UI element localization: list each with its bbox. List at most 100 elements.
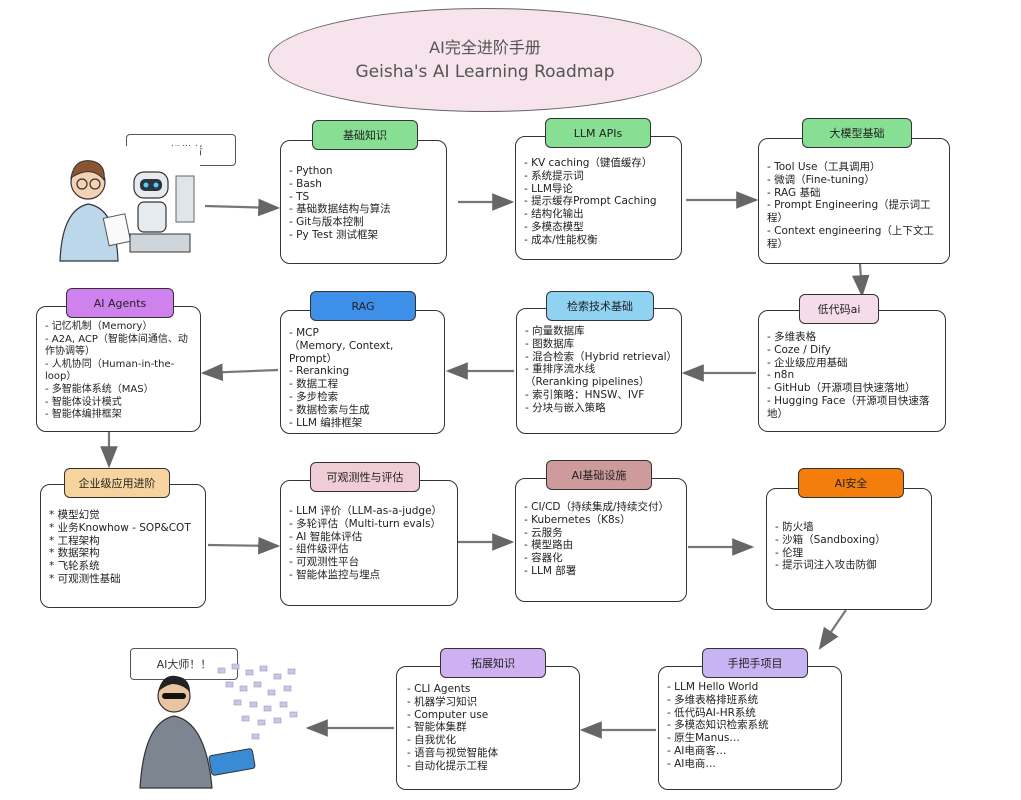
title-line2: Geisha's AI Learning Roadmap bbox=[355, 62, 615, 82]
beginner-illustration bbox=[36, 146, 200, 264]
node-retrieval-title: 检索技术基础 bbox=[567, 300, 633, 313]
list-item: - 企业级应用基础 bbox=[767, 356, 848, 369]
node-ai-agents-title: AI Agents bbox=[93, 296, 147, 310]
node-rag-label: RAG bbox=[310, 291, 416, 321]
list-item: - 低代码AI-HR系统 bbox=[667, 706, 756, 719]
list-item: - LLM Hello World bbox=[667, 681, 759, 693]
node-retrieval-card: - 向量数据库 - 图数据库 - 混合检索（Hybrid retrieval） … bbox=[516, 308, 682, 434]
node-llm-basics-label: 大模型基础 bbox=[802, 118, 912, 148]
list-item: - 智能体编排框架 bbox=[45, 409, 122, 421]
master-hair bbox=[158, 675, 190, 692]
node-lowcode-label: 低代码ai bbox=[799, 294, 879, 324]
list-item: - A2A, ACP（智能体间通信、动作协调等） bbox=[45, 333, 188, 358]
node-infra-list: - CI/CD（持续集成/持续交付） - Kubernetes（K8s） - 云… bbox=[524, 501, 680, 578]
node-rag-card: - MCP （Memory, Context, Prompt） - Rerank… bbox=[280, 310, 445, 434]
list-item: - LLM导论 bbox=[524, 182, 573, 195]
node-enterprise-title: 企业级应用进阶 bbox=[78, 477, 156, 490]
node-observability-title: 可观测性与评估 bbox=[326, 471, 404, 484]
list-item: - 成本/性能权衡 bbox=[524, 233, 598, 246]
master-bubble-text: AI大师！！ bbox=[156, 658, 212, 671]
node-infra-card: - CI/CD（持续集成/持续交付） - Kubernetes（K8s） - 云… bbox=[515, 478, 687, 602]
arrow-enterprise-to-observability bbox=[207, 536, 281, 555]
list-item: - 多维表格 bbox=[767, 331, 817, 343]
node-projects-list: - LLM Hello World - 多维表格排班系统 - 低代码AI-HR系… bbox=[667, 681, 835, 771]
node-rag-title: RAG bbox=[351, 299, 375, 313]
node-basics-label: 基础知识 bbox=[312, 120, 418, 150]
list-item: - CI/CD（持续集成/持续交付） bbox=[524, 501, 670, 513]
node-observability-card: - LLM 评价（LLM-as-a-judge） - 多轮评估（Multi-tu… bbox=[280, 480, 458, 606]
list-item: - 多智能体系统（MAS） bbox=[45, 383, 154, 395]
list-item: - 提示词注入攻击防御 bbox=[775, 559, 877, 572]
list-item: * 数据架构 bbox=[49, 547, 100, 560]
list-item: - Hugging Face（开源项目快速落地） bbox=[767, 394, 930, 420]
node-ai-agents-list: - 记忆机制（Memory） - A2A, ACP（智能体间通信、动作协调等） … bbox=[45, 321, 194, 422]
list-item: - LLM 评价（LLM-as-a-judge） bbox=[289, 505, 443, 517]
list-item: - 提示缓存Prompt Caching bbox=[524, 195, 657, 208]
node-lowcode-card: - 多维表格 - Coze / Dify - 企业级应用基础 - n8n - G… bbox=[758, 310, 946, 432]
list-item: - 数据工程 bbox=[289, 378, 339, 391]
list-item: - 防火墙 bbox=[775, 521, 814, 533]
list-item: - Coze / Dify bbox=[767, 343, 831, 356]
list-item: - n8n bbox=[767, 369, 795, 382]
list-item: - CLI Agents bbox=[407, 683, 471, 695]
list-item: * 模型幻觉 bbox=[49, 509, 100, 521]
list-item: - 人机协同（Human-in-the-loop） bbox=[45, 358, 175, 383]
title-line1: AI完全进阶手册 bbox=[429, 38, 541, 57]
node-infra-label: AI基础设施 bbox=[546, 460, 652, 490]
list-item: * 业务Knowhow - SOP&COT bbox=[49, 521, 191, 534]
list-item: - Prompt Engineering（提示词工程） bbox=[767, 199, 931, 225]
list-item: - 分块与嵌入策略 bbox=[525, 401, 606, 414]
node-llm-apis-list: - KV caching（键值缓存） - 系统提示词 - LLM导论 - 提示缓… bbox=[524, 157, 675, 247]
list-item: - 多维表格排班系统 bbox=[667, 693, 759, 706]
list-item: - Reranking bbox=[289, 365, 350, 378]
list-item: - 多步检索 bbox=[289, 390, 339, 403]
node-basics-card: - Python - Bash - TS - 基础数据结构与算法 - Git与版… bbox=[280, 140, 447, 264]
list-item: - 索引策略：HNSW、IVF bbox=[525, 388, 645, 401]
master-body bbox=[139, 715, 213, 789]
list-item: - GitHub（开源项目快速落地） bbox=[767, 382, 916, 395]
list-item: - 容器化 bbox=[524, 552, 563, 565]
list-item: - 自我优化 bbox=[407, 734, 457, 747]
node-ai-agents-card: - 记忆机制（Memory） - A2A, ACP（智能体间通信、动作协调等） … bbox=[36, 306, 201, 432]
network-dots bbox=[217, 663, 298, 740]
list-item: - 语音与视觉智能体 bbox=[407, 746, 499, 759]
node-llm-apis-label: LLM APIs bbox=[545, 118, 651, 148]
node-rag-list: - MCP （Memory, Context, Prompt） - Rerank… bbox=[289, 327, 438, 429]
node-enterprise-card: * 模型幻觉 * 业务Knowhow - SOP&COT * 工程架构 * 数据… bbox=[40, 484, 206, 608]
node-projects-label: 手把手项目 bbox=[702, 648, 808, 678]
node-infra-title: AI基础设施 bbox=[571, 469, 627, 482]
title-oval: AI完全进阶手册 Geisha's AI Learning Roadmap bbox=[268, 8, 702, 112]
node-llm-basics-list: - Tool Use（工具调用） - 微调（Fine-tuning） - RAG… bbox=[767, 161, 943, 251]
list-item: - 智能体设计模式 bbox=[45, 396, 122, 408]
arrow-llmbasics-to-lowcode bbox=[851, 263, 870, 298]
master-illustration bbox=[139, 663, 298, 789]
list-item: - Tool Use（工具调用） bbox=[767, 161, 881, 173]
robot-body bbox=[137, 201, 167, 233]
list-item: - KV caching（键值缓存） bbox=[524, 157, 653, 169]
list-item: - 基础数据结构与算法 bbox=[289, 203, 391, 216]
node-extended-card: - CLI Agents - 机器学习知识 - Computer use - 智… bbox=[396, 666, 580, 790]
list-item: - 向量数据库 bbox=[525, 325, 585, 337]
arrow-beginner-to-basics bbox=[204, 198, 281, 217]
node-llm-basics-title: 大模型基础 bbox=[829, 127, 885, 140]
list-item: - AI 智能体评估 bbox=[289, 530, 363, 543]
arrow-rag-to-agents bbox=[200, 363, 279, 382]
node-enterprise-list: * 模型幻觉 * 业务Knowhow - SOP&COT * 工程架构 * 数据… bbox=[49, 509, 199, 586]
node-security-label: AI安全 bbox=[798, 468, 904, 498]
list-item: - 模型路由 bbox=[524, 539, 574, 552]
list-item: - Python bbox=[289, 165, 333, 177]
node-llm-apis-card: - KV caching（键值缓存） - 系统提示词 - LLM导论 - 提示缓… bbox=[515, 136, 682, 260]
list-item: * 飞轮系统 bbox=[49, 560, 100, 573]
node-security-list: - 防火墙 - 沙箱（Sandboxing） - 伦理 - 提示词注入攻击防御 bbox=[775, 521, 925, 572]
list-item: - AI电商… bbox=[667, 757, 716, 770]
list-item: - Context engineering（上下文工程） bbox=[767, 224, 934, 250]
list-item: - 结构化输出 bbox=[524, 208, 584, 221]
master-bubble: AI大师！！ bbox=[130, 648, 238, 680]
list-item: - 多模态模型 bbox=[524, 220, 584, 233]
list-item: - LLM 编排框架 bbox=[289, 416, 363, 429]
list-item: - 混合检索（Hybrid retrieval） bbox=[525, 350, 678, 363]
list-item: - 微调（Fine-tuning） bbox=[767, 173, 875, 186]
node-projects-card: - LLM Hello World - 多维表格排班系统 - 低代码AI-HR系… bbox=[658, 666, 842, 790]
node-security-card: - 防火墙 - 沙箱（Sandboxing） - 伦理 - 提示词注入攻击防御 bbox=[766, 488, 932, 610]
list-item: - 机器学习知识 bbox=[407, 695, 478, 708]
